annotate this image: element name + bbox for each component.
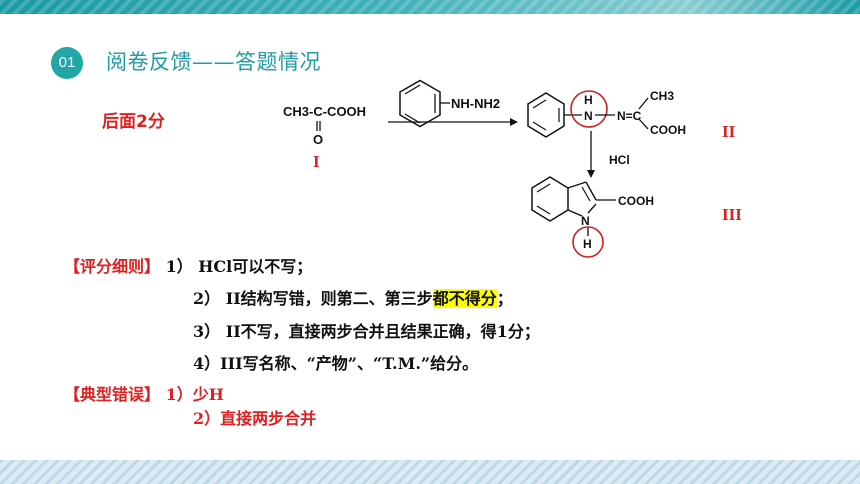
rule-1-num: 1）: [165, 257, 193, 276]
rule-2: 2） II结构写错，则第二、第三步都不得分；: [193, 285, 513, 309]
compound-ii-imine: N=C: [617, 109, 642, 123]
reagent-phenylhydrazine: NH-NH2: [399, 79, 500, 128]
bottom-decorative-band: [0, 460, 860, 484]
section-number-badge: 01: [51, 47, 83, 79]
error-circle-ii: [570, 90, 608, 128]
rule-4-num: 4）: [193, 354, 221, 373]
top-decorative-band: [0, 0, 860, 14]
rule-2-end: ；: [496, 289, 513, 308]
rule-3-num: 3）: [193, 322, 221, 341]
reaction-scheme: CH3-C-COOH O NH-NH2 H N N=C CH3 COOH HCl: [283, 79, 686, 258]
error-2: 2）直接两步合并: [193, 409, 317, 428]
error-1: 1）少H: [165, 385, 224, 404]
rule-1-text: HCl可以不写；: [192, 257, 313, 276]
compound-iii: N COOH H: [531, 176, 654, 258]
rule-4: 4）III写名称、“产物”、“T.M.”给分。: [193, 350, 478, 374]
page-title: 阅卷反馈——答题情况: [106, 50, 321, 74]
compound-iii-cooh: COOH: [618, 194, 654, 208]
label-compound-iii: III: [722, 205, 742, 224]
rules-title: 【评分细则】: [64, 257, 161, 276]
rule-1: 【评分细则】 1） HCl可以不写；: [64, 253, 312, 277]
compound-ii-cooh: COOH: [650, 123, 686, 137]
rule-4-text: III写名称、“产物”、“T.M.”给分。: [220, 354, 479, 373]
rule-3-text: II不写，直接两步合并且结果正确，得1分；: [220, 322, 540, 341]
rule-2-num: 2）: [193, 289, 221, 308]
errors-line-1: 【典型错误】 1）少H: [64, 381, 224, 405]
compound-ii-n: N: [584, 109, 593, 123]
score-note: 后面2分: [102, 112, 165, 132]
compound-iii-n: N: [581, 214, 590, 228]
error-circle-iii: [572, 226, 604, 258]
compound-i: CH3-C-COOH O: [283, 104, 366, 147]
compound-i-formula: CH3-C-COOH: [283, 104, 366, 119]
rule-3: 3） II不写，直接两步合并且结果正确，得1分；: [193, 318, 540, 342]
rule-2-text: II结构写错，则第二、第三步: [220, 289, 433, 308]
errors-title: 【典型错误】: [64, 385, 161, 404]
reagent-formula: NH-NH2: [451, 96, 500, 111]
label-compound-ii: II: [722, 122, 736, 141]
rule-2-highlight: 都不得分: [432, 289, 497, 308]
compound-i-oxygen: O: [313, 132, 323, 147]
compound-ii-ch3: CH3: [650, 89, 674, 103]
hcl-label: HCl: [609, 153, 630, 167]
compound-iii-h: H: [583, 237, 592, 251]
label-compound-i: I: [313, 152, 320, 171]
compound-ii: H N N=C CH3 COOH: [527, 89, 686, 138]
compound-ii-h: H: [584, 93, 593, 107]
